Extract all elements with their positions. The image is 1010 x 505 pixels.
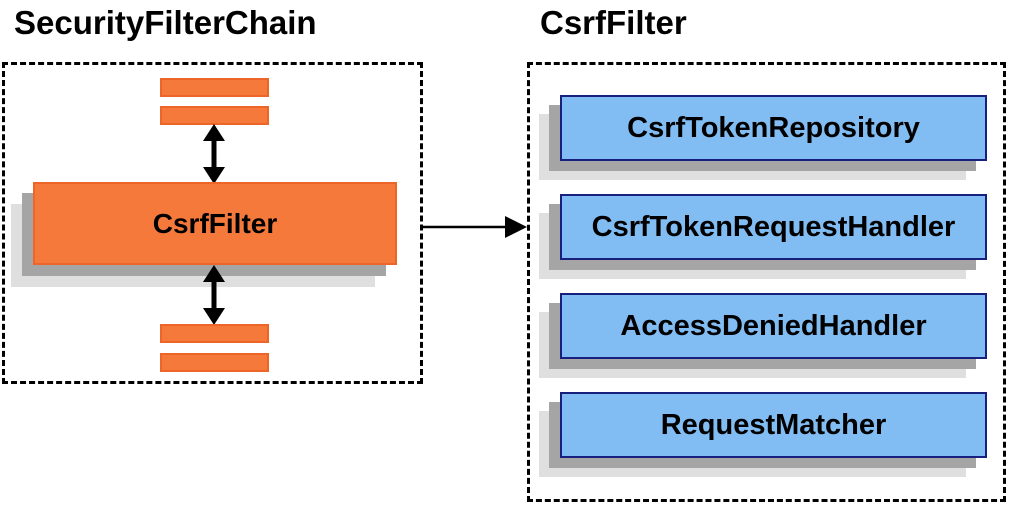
filter-bar — [160, 106, 269, 125]
double-arrow-icon — [203, 265, 225, 325]
component-box-csrf-token-request-handler: CsrfTokenRequestHandler — [560, 194, 987, 260]
component-label: CsrfTokenRepository — [627, 111, 920, 144]
component-label: AccessDeniedHandler — [620, 309, 927, 342]
arrow-right-icon — [423, 216, 527, 238]
filter-bar — [160, 324, 269, 343]
component-label: CsrfTokenRequestHandler — [591, 210, 956, 243]
component-label: RequestMatcher — [660, 408, 887, 441]
csrf-filter-container — [527, 62, 1006, 502]
double-arrow-icon — [203, 124, 225, 184]
filter-bar — [160, 78, 269, 97]
component-box-access-denied-handler: AccessDeniedHandler — [560, 293, 987, 359]
csrf-filter-box-label: CsrfFilter — [152, 207, 278, 239]
security-filter-chain-container — [2, 62, 423, 384]
component-box-request-matcher: RequestMatcher — [560, 392, 987, 458]
component-box-csrf-token-repository: CsrfTokenRepository — [560, 95, 987, 161]
filter-bar — [160, 353, 269, 372]
csrf-filter-box: CsrfFilter — [33, 182, 397, 265]
csrf-filter-title: CsrfFilter — [540, 4, 687, 41]
security-filter-chain-title: SecurityFilterChain — [14, 4, 317, 41]
